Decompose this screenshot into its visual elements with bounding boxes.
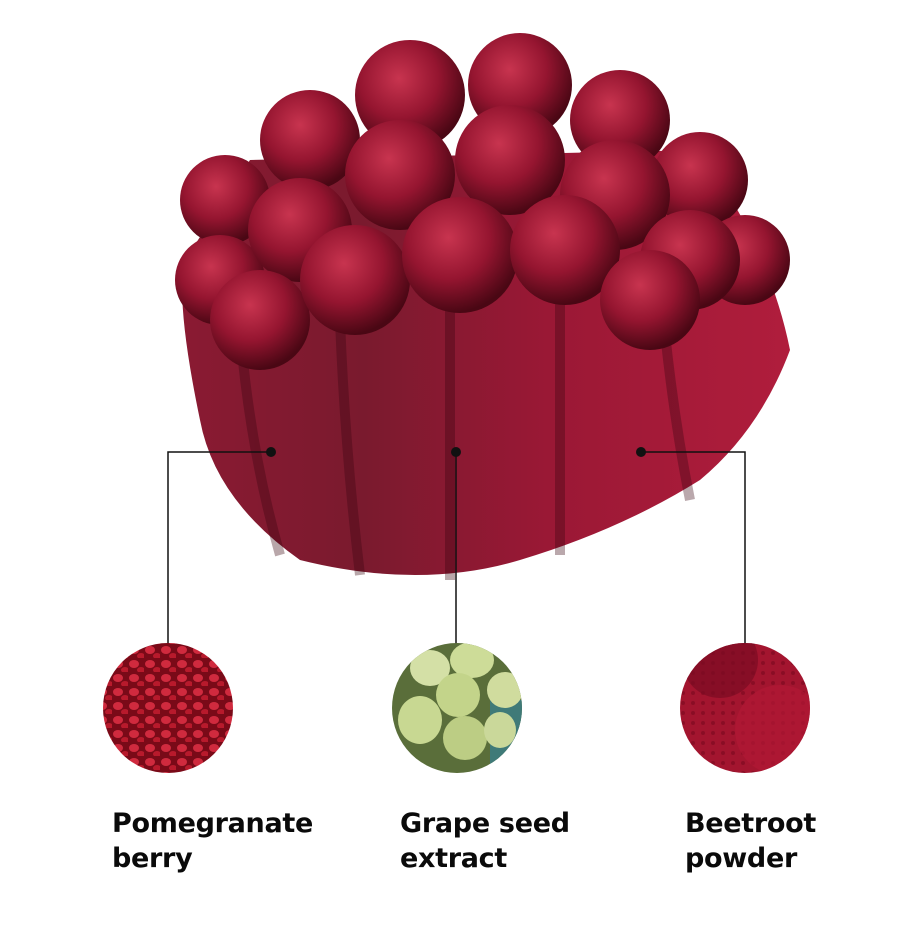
label-line: Pomegranate [112,808,314,839]
gummy-image [175,33,791,580]
connector-beetroot [641,451,746,645]
ingredient-label-grape: Grape seed extract [400,806,570,876]
label-line: berry [112,843,193,874]
connector-lines [167,451,746,645]
green-grapes-image [392,643,522,773]
beetroot-slices-image [680,643,810,773]
label-line: extract [400,843,507,874]
marker-dot-pomegranate [266,447,276,457]
label-line: powder [685,843,797,874]
connector-pomegranate [167,451,271,645]
marker-dot-grape [451,447,461,457]
label-line: Grape seed [400,808,570,839]
pomegranate-seeds-image [103,643,233,773]
ingredient-label-beetroot: Beetroot powder [685,806,816,876]
ingredient-label-pomegranate: Pomegranate berry [112,806,313,876]
label-line: Beetroot [685,808,817,839]
marker-dot-beetroot [636,447,646,457]
